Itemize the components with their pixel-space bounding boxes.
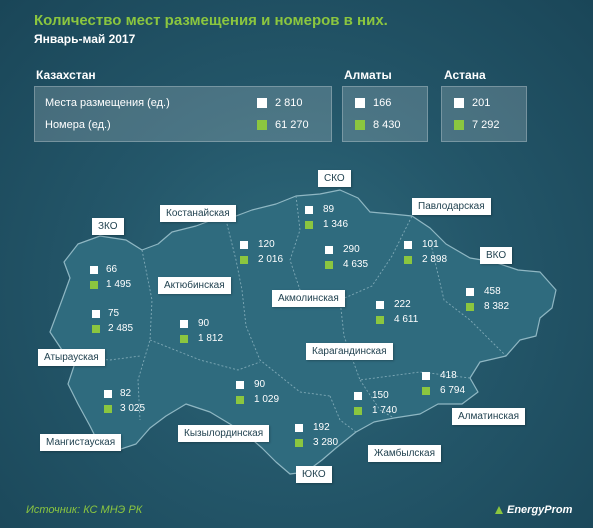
zhambyl-places: 150: [372, 390, 389, 401]
region-label-almaty: Алматинская: [452, 408, 525, 425]
karaganda-rooms: 4 611: [394, 314, 419, 325]
places-marker: [90, 266, 98, 274]
yuko-rooms: 3 280: [313, 437, 339, 448]
kostanay-rooms: 2 016: [258, 254, 284, 265]
chart-subtitle: Январь-май 2017: [34, 32, 136, 46]
rooms-marker: [104, 405, 112, 413]
region-label-zhambyl: Жамбылская: [368, 445, 441, 462]
rooms-marker: [92, 325, 100, 333]
region-label-yuko: ЮКО: [296, 466, 332, 483]
places-marker: [404, 241, 412, 249]
region-label-sko: СКО: [318, 170, 351, 187]
region-label-pavlodar: Павлодарская: [412, 198, 491, 215]
rooms-marker: [257, 120, 267, 130]
region-label-aktobe: Актюбинская: [158, 277, 231, 294]
places-marker: [295, 424, 303, 432]
rooms-marker: [305, 221, 313, 229]
chart-title: Количество мест размещения и номеров в н…: [34, 12, 388, 29]
almaty-rooms-value: 8 430: [373, 119, 401, 131]
almaty-panel: 166 8 430: [342, 86, 428, 142]
rooms-marker: [454, 120, 464, 130]
rooms-marker: [295, 439, 303, 447]
region-borders: [81, 195, 507, 433]
atyrau-rooms: 2 485: [108, 323, 134, 334]
yuko-places: 192: [313, 422, 330, 433]
region-label-kyzylorda: Кызылординская: [178, 425, 270, 442]
almaty-heading: Алматы: [344, 68, 392, 82]
region-label-kostanay: Костанайская: [160, 205, 236, 222]
source-note: Источник: КС МНЭ РК: [26, 504, 143, 516]
mangist-rooms: 3 025: [120, 403, 146, 414]
kz-places-value: 2 810: [275, 97, 303, 109]
region-label-akmola: Акмолинская: [272, 290, 345, 307]
rooms-marker: [466, 303, 474, 311]
region-label-zko: ЗКО: [92, 218, 124, 235]
rooms-marker: [376, 316, 384, 324]
pavlodar-rooms: 2 898: [422, 254, 448, 265]
kyzylorda-rooms: 1 029: [254, 394, 280, 405]
astana-rooms-value: 7 292: [472, 119, 500, 131]
rooms-marker: [90, 281, 98, 289]
pavlodar-places: 101: [422, 239, 439, 250]
places-marker: [305, 206, 313, 214]
karaganda-places: 222: [394, 299, 411, 310]
places-label: Места размещения (ед.): [45, 97, 170, 109]
mangist-places: 82: [120, 388, 132, 399]
sko-places: 89: [323, 204, 335, 215]
astana-heading: Астана: [444, 68, 486, 82]
places-marker: [354, 392, 362, 400]
rooms-marker: [422, 387, 430, 395]
rooms-marker: [180, 335, 188, 343]
rooms-marker: [240, 256, 248, 264]
vko-places: 458: [484, 286, 501, 297]
sko-rooms: 1 346: [323, 219, 349, 230]
rooms-marker: [404, 256, 412, 264]
region-label-mangist: Мангистауская: [40, 434, 122, 451]
region-label-vko: ВКО: [480, 247, 513, 264]
kz-rooms-value: 61 270: [275, 119, 309, 131]
region-label-atyrau: Атырауская: [38, 349, 105, 366]
places-marker: [240, 241, 248, 249]
kazakhstan-panel: Места размещения (ед.) Номера (ед.) 2 81…: [34, 86, 332, 142]
akmola-places: 290: [343, 244, 360, 255]
astana-panel: 201 7 292: [441, 86, 527, 142]
zko-rooms: 1 495: [106, 279, 132, 290]
aktobe-places: 90: [198, 318, 210, 329]
places-marker: [325, 246, 333, 254]
places-marker: [376, 301, 384, 309]
almaty-places-value: 166: [373, 97, 392, 109]
rooms-marker: [325, 261, 333, 269]
places-marker: [257, 98, 267, 108]
rooms-marker: [355, 120, 365, 130]
places-marker: [236, 381, 244, 389]
places-marker: [466, 288, 474, 296]
places-marker: [92, 310, 100, 318]
zhambyl-rooms: 1 740: [372, 405, 398, 416]
rooms-marker: [354, 407, 362, 415]
almaty-reg-rooms: 6 794: [440, 385, 466, 396]
rooms-label: Номера (ед.): [45, 119, 111, 131]
places-marker: [104, 390, 112, 398]
kazakhstan-heading: Казахстан: [36, 68, 96, 82]
astana-places-value: 201: [472, 97, 491, 109]
places-marker: [422, 372, 430, 380]
kostanay-places: 120: [258, 239, 275, 250]
places-marker: [454, 98, 464, 108]
rooms-marker: [236, 396, 244, 404]
atyrau-places: 75: [108, 308, 120, 319]
akmola-rooms: 4 635: [343, 259, 369, 270]
region-label-karaganda: Карагандинская: [306, 343, 393, 360]
places-marker: [180, 320, 188, 328]
places-marker: [355, 98, 365, 108]
kyzylorda-places: 90: [254, 379, 266, 390]
vko-rooms: 8 382: [484, 301, 510, 312]
energyprom-logo-icon: [495, 506, 503, 514]
aktobe-rooms: 1 812: [198, 333, 224, 344]
zko-places: 66: [106, 264, 118, 275]
brand-logo: EnergyProm: [507, 504, 573, 516]
almaty-reg-places: 418: [440, 370, 457, 381]
